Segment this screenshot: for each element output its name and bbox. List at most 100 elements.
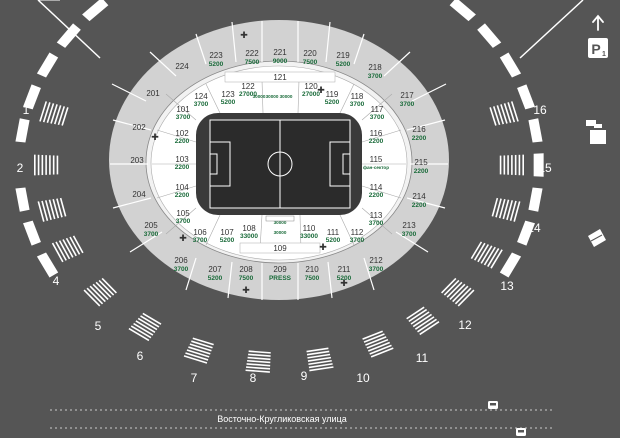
section-price: 2200 <box>369 192 384 199</box>
first-aid-icon: ✚ <box>179 233 187 243</box>
gate-6: 6 <box>137 349 144 363</box>
section-number: 219 <box>336 51 350 60</box>
svg-text:1: 1 <box>602 51 606 58</box>
entrance-ramp <box>441 277 475 307</box>
section-number: 112 <box>351 228 364 237</box>
section-number: 115 <box>370 155 383 164</box>
section-201[interactable]: 201 <box>146 89 160 98</box>
entrance-ramp <box>183 337 214 364</box>
section-price: фан-сектор <box>363 164 389 170</box>
center-circle <box>267 151 293 177</box>
gate-13: 13 <box>500 279 514 293</box>
entrance-ramp <box>362 330 394 358</box>
section-price: 33000 <box>300 233 318 240</box>
entrance-ramp <box>499 154 524 176</box>
gate-14: 14 <box>527 221 541 235</box>
section-number: 204 <box>132 190 146 199</box>
outer-barrier-segment <box>36 52 59 78</box>
section-number: 208 <box>239 265 253 274</box>
gate-16: 16 <box>533 103 547 117</box>
outer-barrier-segment <box>82 0 109 22</box>
entrance-ramp <box>306 347 334 372</box>
section-number: 214 <box>412 192 426 201</box>
section-number: 111 <box>327 228 340 237</box>
row-109-bar[interactable] <box>239 242 321 254</box>
section-price: 3700 <box>350 237 365 244</box>
section-number: 120 <box>304 82 318 91</box>
outer-barrier-segment <box>528 187 543 212</box>
outer-barrier-segment <box>499 52 522 78</box>
outer-barrier-segment <box>528 118 543 143</box>
upper-tier-dividers <box>110 21 448 300</box>
entrance-ramp <box>51 235 84 263</box>
section-price: 5200 <box>326 237 341 244</box>
gate-15: 15 <box>538 161 552 175</box>
first-aid-icon: ✚ <box>151 132 159 142</box>
section-202[interactable]: 202 <box>132 123 146 132</box>
section-204[interactable]: 204 <box>132 190 146 199</box>
section-price: 3700 <box>402 231 417 238</box>
section-number: 103 <box>175 155 189 164</box>
section-224[interactable]: 224 <box>175 62 189 71</box>
section-price: 7500 <box>305 275 320 282</box>
outer-barrier-segment <box>533 153 544 177</box>
outer-barrier-segment <box>477 23 502 48</box>
section-203[interactable]: 203 <box>130 156 144 165</box>
ticket-office-icon <box>586 120 606 144</box>
outer-barrier-segment <box>23 84 41 110</box>
section-price: 7500 <box>303 59 318 66</box>
outer-barrier-segment <box>449 0 476 22</box>
first-aid-icon: ✚ <box>340 278 348 288</box>
svg-text:P: P <box>591 41 600 57</box>
outer-barrier-segment <box>517 84 535 110</box>
section-number: 106 <box>193 228 207 237</box>
section-number: 218 <box>368 63 382 72</box>
row-121-label: 121 <box>273 73 287 82</box>
first-aid-icon: ✚ <box>317 85 325 95</box>
row-121-bar[interactable] <box>224 71 336 83</box>
